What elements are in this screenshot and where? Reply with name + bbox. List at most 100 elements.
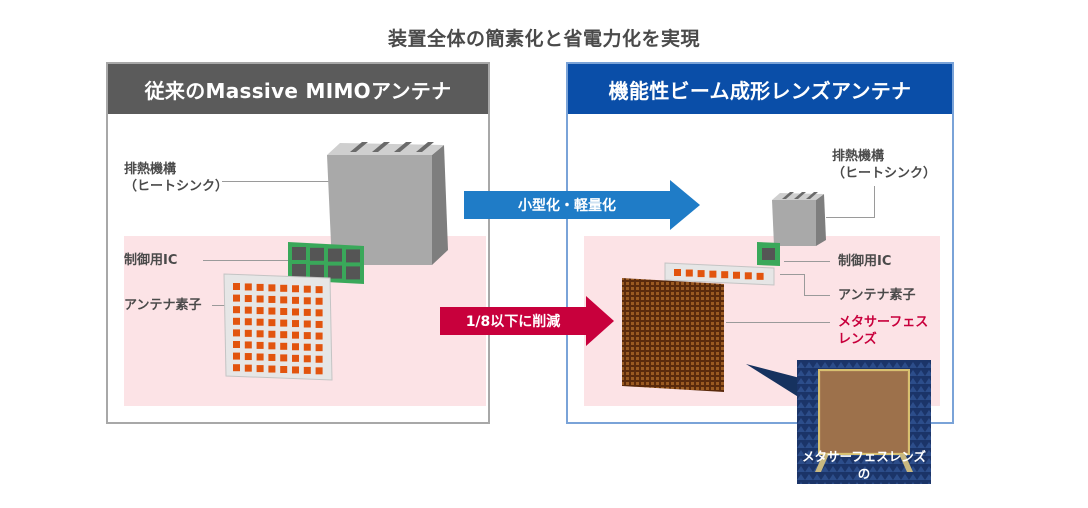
ic-chip-cell xyxy=(346,249,360,263)
metasurface-lens-label-line2: レンズ xyxy=(838,332,877,347)
antenna-patch xyxy=(268,284,276,292)
antenna-patch xyxy=(303,297,311,305)
antenna-patch xyxy=(244,295,252,303)
left-control-ic-label: 制御用IC xyxy=(124,253,178,268)
lens-leader xyxy=(726,322,830,323)
antenna-patch xyxy=(280,331,288,339)
left-antenna-element-label: アンテナ素子 xyxy=(124,298,202,313)
antenna-patch xyxy=(256,307,264,315)
antenna-patch xyxy=(292,366,299,374)
antenna-patch xyxy=(292,354,299,362)
antenna-patch xyxy=(280,308,288,315)
antenna-patch xyxy=(303,308,311,316)
metasurface-lens-icon xyxy=(622,278,724,392)
right-antenna-leader-h1 xyxy=(780,274,804,275)
metasurface-lens-label-line1: メタサーフェス xyxy=(838,315,929,330)
antenna-patch xyxy=(303,320,311,328)
right-antenna-element-label: アンテナ素子 xyxy=(838,288,916,303)
antenna-patch xyxy=(280,354,288,362)
ic-chip-cell xyxy=(292,247,306,260)
antenna-patch xyxy=(268,295,276,303)
antenna-patch xyxy=(268,365,276,373)
ic-chip-cell xyxy=(310,264,324,278)
antenna-array-8x8-icon xyxy=(223,273,333,381)
photo-caption-line2: 実物 xyxy=(797,482,931,484)
antenna-patch xyxy=(315,332,323,340)
antenna-patch xyxy=(733,271,740,279)
antenna-patch xyxy=(744,272,752,280)
power-reduction-arrow xyxy=(440,296,614,346)
left-heatsink-leader xyxy=(222,181,332,182)
ic-chip-cell xyxy=(346,266,360,280)
antenna-patch xyxy=(256,283,264,291)
left-antenna-leader xyxy=(212,305,226,306)
large-heatsink-icon xyxy=(327,142,448,265)
antenna-patch xyxy=(233,317,240,325)
right-control-ic-label: 制御用IC xyxy=(838,254,892,269)
antenna-patch xyxy=(292,343,299,351)
antenna-patch xyxy=(256,365,264,373)
ic-chip-cell xyxy=(310,247,324,261)
antenna-patch xyxy=(697,270,705,278)
antenna-patch xyxy=(233,306,240,314)
antenna-patch xyxy=(674,269,681,276)
antenna-patch xyxy=(244,329,252,337)
antenna-patch xyxy=(256,295,264,303)
conventional-panel-header: 従来のMassive MIMOアンテナ xyxy=(108,64,488,114)
lens-panel-header: 機能性ビーム成形レンズアンテナ xyxy=(568,64,952,114)
antenna-patch xyxy=(233,341,240,348)
right-antenna-leader-h2 xyxy=(804,295,830,296)
antenna-patch xyxy=(280,284,288,292)
left-heatsink-label-line1: 排熱機構 xyxy=(124,162,177,177)
photo-callout-pointer xyxy=(746,364,800,398)
antenna-patch xyxy=(256,318,264,326)
diagram-title: 装置全体の簡素化と省電力化を実現 xyxy=(387,28,700,50)
antenna-patch xyxy=(233,283,240,290)
right-heatsink-leader-h xyxy=(826,217,875,218)
small-heatsink-icon xyxy=(772,192,826,246)
antenna-patch xyxy=(292,296,299,304)
antenna-patch xyxy=(233,329,240,337)
antenna-patch xyxy=(303,332,311,340)
antenna-patch xyxy=(280,319,288,327)
antenna-patch xyxy=(268,353,276,361)
metasurface-lens-photo: メタサーフェスレンズの 実物 xyxy=(797,360,931,484)
antenna-patch xyxy=(268,342,276,350)
antenna-patch xyxy=(303,285,311,293)
left-heatsink-label-line2: （ヒートシンク） xyxy=(124,179,229,194)
antenna-patch xyxy=(244,306,252,314)
antenna-patch xyxy=(244,341,252,349)
right-heatsink-label-line1: 排熱機構 xyxy=(832,149,885,164)
antenna-patch xyxy=(315,344,323,352)
right-ic-leader xyxy=(784,261,830,262)
antenna-patch xyxy=(280,296,288,304)
antenna-patch xyxy=(256,341,264,349)
antenna-patch xyxy=(315,286,323,294)
left-heatsink-label: 排熱機構 （ヒートシンク） xyxy=(124,161,228,195)
antenna-patch xyxy=(280,342,288,350)
right-heatsink-leader-v xyxy=(874,186,875,217)
antenna-patch xyxy=(315,309,323,317)
antenna-patch xyxy=(233,364,240,372)
ic-chip-cell xyxy=(328,248,342,262)
antenna-patch xyxy=(256,353,264,361)
size-reduction-arrow xyxy=(464,180,700,230)
antenna-patch xyxy=(721,271,729,279)
right-antenna-leader-v xyxy=(804,274,805,296)
antenna-patch xyxy=(685,269,693,277)
antenna-patch xyxy=(292,331,299,339)
antenna-patch xyxy=(268,330,276,338)
power-reduction-arrow-label: 1/8以下に削減 xyxy=(465,314,561,330)
antenna-patch xyxy=(268,307,276,315)
antenna-patch xyxy=(280,366,288,373)
metasurface-lens-label: メタサーフェス レンズ xyxy=(838,314,928,348)
antenna-patch xyxy=(233,352,240,360)
right-heatsink-label: 排熱機構 （ヒートシンク） xyxy=(832,148,936,182)
antenna-patch xyxy=(315,367,323,375)
size-reduction-arrow-label: 小型化・軽量化 xyxy=(518,198,616,214)
antenna-patch xyxy=(244,318,252,326)
antenna-patch xyxy=(292,308,299,316)
antenna-patch xyxy=(292,320,299,328)
antenna-patch xyxy=(303,355,311,363)
antenna-patch xyxy=(315,355,323,363)
